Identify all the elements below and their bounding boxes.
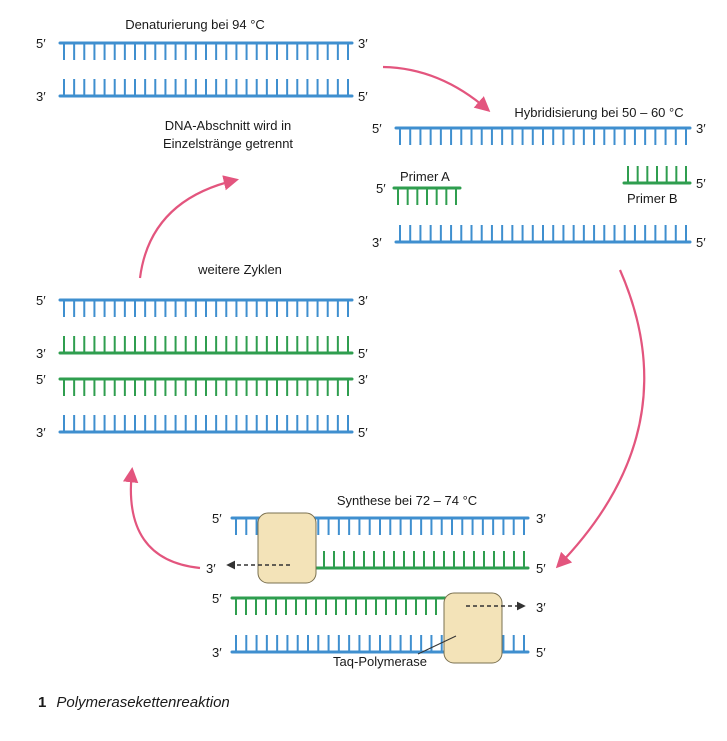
separation-note-line2: Einzelstränge getrennt xyxy=(163,136,293,151)
denaturation-title: Denaturierung bei 94 °C xyxy=(125,17,265,32)
synth-2-5prime: 5′ xyxy=(536,561,546,576)
primer-b-5prime: 5′ xyxy=(696,176,706,191)
cycles-1-5prime: 5′ xyxy=(36,293,46,308)
denat-strand-top xyxy=(58,41,354,60)
denat-bottom-3prime: 3′ xyxy=(36,89,46,104)
cycles-3-5prime: 5′ xyxy=(36,372,46,387)
denat-bottom-5prime: 5′ xyxy=(358,89,368,104)
taq-polymerase-right xyxy=(443,592,503,664)
arrow-synthesis-to-cycles xyxy=(122,466,201,570)
denat-strand-bottom xyxy=(58,79,354,98)
cycles-2-3prime: 3′ xyxy=(36,346,46,361)
hyb-top-3prime: 3′ xyxy=(696,121,706,136)
cycles-strand-3 xyxy=(58,377,354,396)
synth-1-5prime: 5′ xyxy=(212,511,222,526)
arrow-denaturation-to-hybridization xyxy=(382,65,491,113)
taq-polymerase-left xyxy=(257,512,317,584)
arrow-cycles-to-denaturation xyxy=(138,175,239,279)
denat-top-3prime: 3′ xyxy=(358,36,368,51)
synth-4-5prime: 5′ xyxy=(536,645,546,660)
cycles-strand-1 xyxy=(58,298,354,317)
synth-strand-3 xyxy=(230,596,462,615)
synth-3-5prime: 5′ xyxy=(212,591,222,606)
caption-text: Polymerasekettenreaktion xyxy=(56,694,230,711)
denat-top-5prime: 5′ xyxy=(36,36,46,51)
dna-strands xyxy=(58,41,692,664)
cycles-3-3prime: 3′ xyxy=(358,372,368,387)
cycles-4-5prime: 5′ xyxy=(358,425,368,440)
cycles-strand-4 xyxy=(58,415,354,434)
primer-a-strand xyxy=(392,186,462,205)
cycle-arrows xyxy=(122,65,646,570)
synth-2-3prime: 3′ xyxy=(206,561,216,576)
cycles-1-3prime: 3′ xyxy=(358,293,368,308)
synthesis-title: Synthese bei 72 – 74 °C xyxy=(337,493,477,508)
cycles-4-3prime: 3′ xyxy=(36,425,46,440)
synth-1-3prime: 3′ xyxy=(536,511,546,526)
synth-4-3prime: 3′ xyxy=(212,645,222,660)
diagram-labels: Denaturierung bei 94 °C DNA-Abschnitt wi… xyxy=(36,17,706,669)
hyb-top-5prime: 5′ xyxy=(372,121,382,136)
synth-strand-4 xyxy=(230,635,530,654)
hyb-strand-top xyxy=(394,126,692,145)
primer-b-strand xyxy=(622,166,692,185)
separation-note-line1: DNA-Abschnitt wird in xyxy=(165,118,291,133)
further-cycles-label: weitere Zyklen xyxy=(197,262,282,277)
synth-strand-2 xyxy=(298,551,530,570)
primer-a-label: Primer A xyxy=(400,169,450,184)
synth-3-3prime: 3′ xyxy=(536,600,546,615)
cycles-strand-2 xyxy=(58,336,354,355)
hyb-bottom-5prime: 5′ xyxy=(696,235,706,250)
hyb-bottom-3prime: 3′ xyxy=(372,235,382,250)
arrow-hybridization-to-synthesis xyxy=(555,269,646,569)
caption-number: 1 xyxy=(38,694,47,711)
figure-caption: 1 Polymerasekettenreaktion xyxy=(38,694,230,711)
hybridization-title: Hybridisierung bei 50 – 60 °C xyxy=(514,105,683,120)
primer-a-5prime: 5′ xyxy=(376,181,386,196)
hyb-strand-bottom xyxy=(394,225,692,244)
taq-polymerase-label: Taq-Polymerase xyxy=(333,654,427,669)
taq-label-pointer xyxy=(417,635,457,655)
primer-b-label: Primer B xyxy=(627,191,678,206)
cycles-2-5prime: 5′ xyxy=(358,346,368,361)
